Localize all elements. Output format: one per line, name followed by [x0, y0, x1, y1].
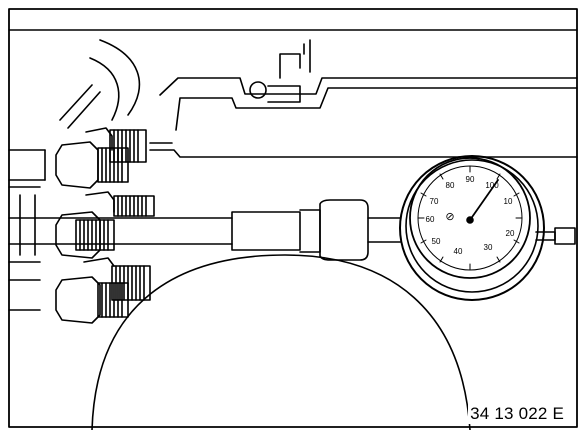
dial-number: 100	[485, 181, 499, 190]
dial-number: 30	[484, 243, 493, 252]
dial-number: 70	[430, 197, 439, 206]
dial-number: 20	[506, 229, 515, 238]
dial-number: 50	[432, 237, 441, 246]
gauge-ticks	[417, 165, 523, 271]
dial-number: 60	[426, 215, 435, 224]
dial-number: 40	[454, 247, 463, 256]
dial-number: 80	[446, 181, 455, 190]
brake-lines	[59, 39, 141, 129]
gauge-numbers: 90 100 10 20 80 70 60 50 40 30 ⊘	[426, 175, 515, 256]
figure-reference-code: 34 13 022 E	[468, 404, 566, 424]
housing-outline	[149, 39, 578, 158]
drum-arc	[91, 254, 471, 430]
gauge-center-symbol: ⊘	[445, 211, 454, 223]
gauge-needle	[469, 179, 499, 221]
pipe-fittings	[8, 127, 155, 324]
dial-number: 10	[504, 197, 513, 206]
dial-number: 90	[466, 175, 475, 184]
dial-gauge	[399, 155, 576, 301]
gauge-rod	[8, 199, 401, 261]
